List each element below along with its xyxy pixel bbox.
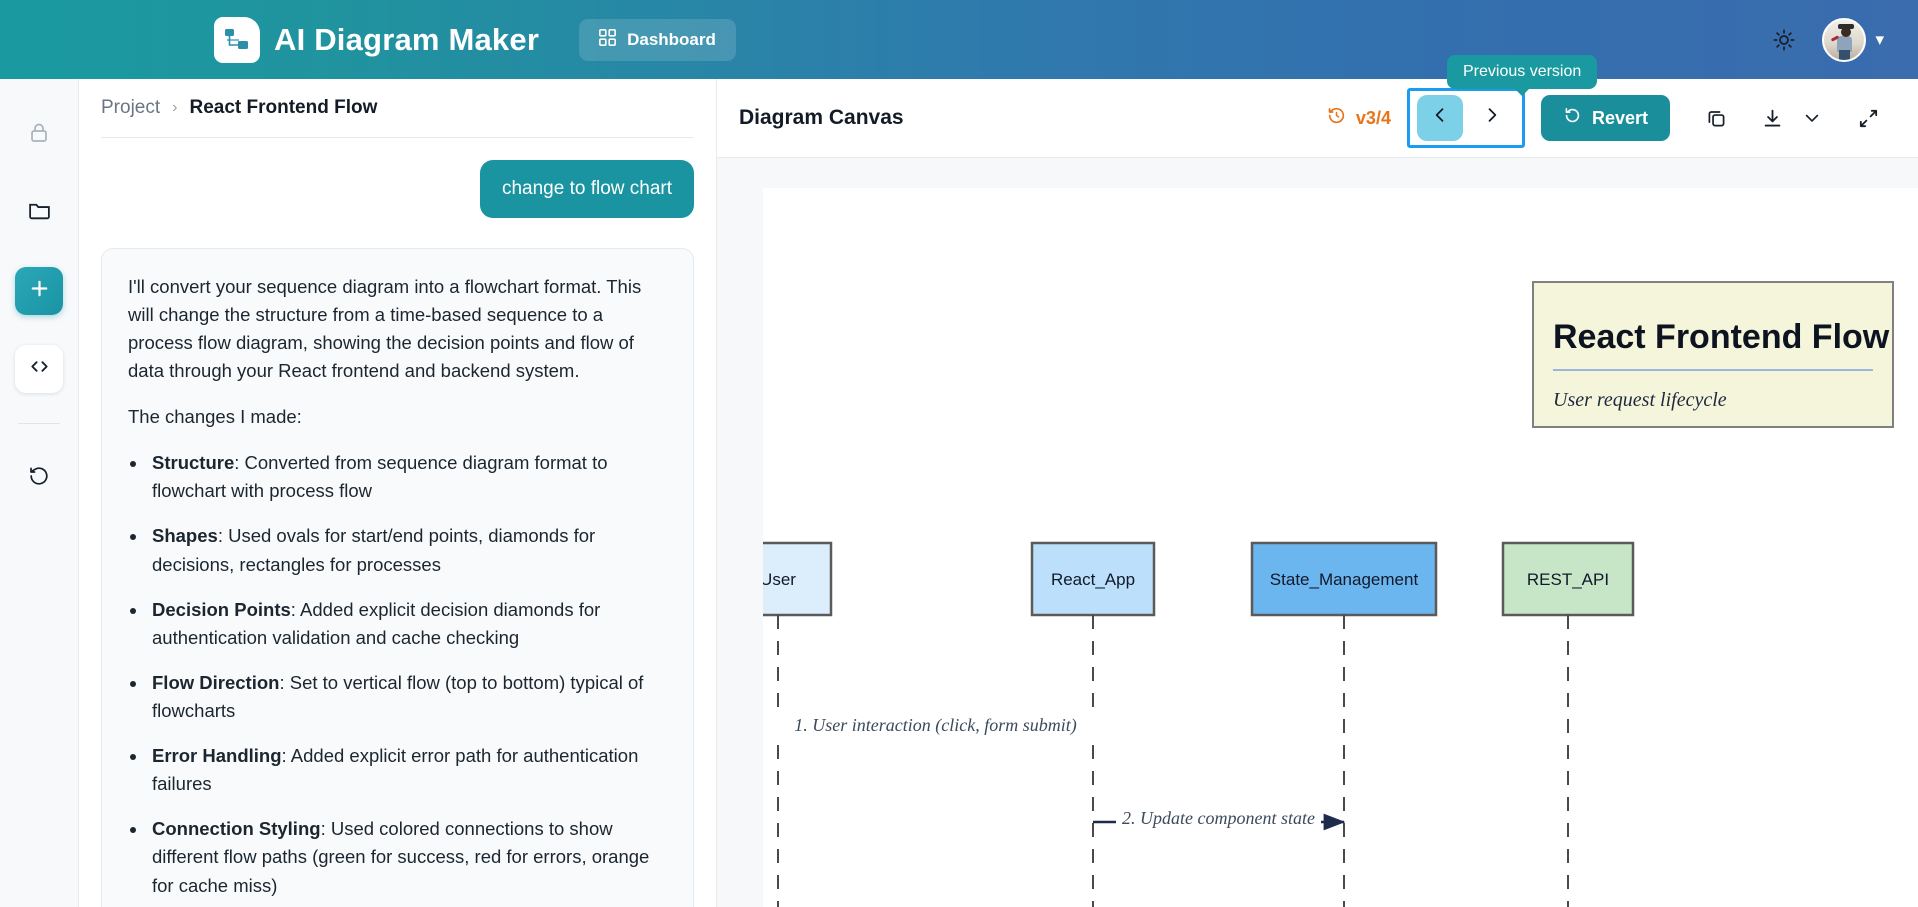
user-message-bubble: change to flow chart (479, 160, 694, 218)
breadcrumb-project[interactable]: Project (101, 97, 161, 118)
avatar (1822, 17, 1867, 62)
message-label: 1. User interaction (click, form submit) (794, 715, 1076, 736)
sun-icon[interactable] (1772, 28, 1796, 52)
change-term: Flow Direction (152, 671, 280, 693)
breadcrumb-separator: › (172, 99, 178, 116)
diagram-canvas-panel: Diagram Canvas v3/4 (717, 79, 1918, 907)
chat-panel: Project › React Frontend Flow change to … (79, 79, 717, 907)
participant-box[interactable]: React_App (1030, 541, 1156, 617)
assistant-intro: I'll convert your sequence diagram into … (128, 275, 642, 381)
account-menu[interactable]: ▾ (1822, 17, 1884, 62)
participant-label: REST_API (1527, 570, 1609, 589)
app-header: AI Diagram Maker Dashboard (0, 0, 1918, 79)
version-indicator[interactable]: v3/4 (1326, 105, 1391, 131)
fullscreen-button[interactable] (1848, 98, 1888, 138)
plus-icon (28, 277, 51, 305)
change-detail: : Used ovals for start/end points, diamo… (152, 525, 596, 575)
svg-text:React Frontend Flow: React Frontend Flow (1553, 318, 1890, 356)
change-item: Decision Points: Added explicit decision… (148, 596, 667, 652)
svg-text:User request lifecycle: User request lifecycle (1553, 389, 1727, 411)
sidebar-item-folder[interactable] (15, 189, 63, 237)
change-item: Error Handling: Added explicit error pat… (148, 742, 667, 798)
change-detail: : Added explicit decision diamonds for a… (152, 598, 601, 648)
change-term: Connection Styling (152, 818, 321, 840)
canvas-toolbar: Diagram Canvas v3/4 (717, 79, 1918, 158)
chevron-right-icon (1482, 105, 1502, 131)
chevron-down-icon: ▾ (1875, 29, 1884, 49)
breadcrumb: Project › React Frontend Flow (79, 79, 716, 137)
change-term: Structure (152, 452, 235, 474)
dashboard-label: Dashboard (627, 29, 716, 49)
participant-label: User (763, 570, 796, 589)
diagram-title-box: React Frontend Flow User request lifecyc… (1532, 281, 1894, 428)
brand: AI Diagram Maker (214, 16, 540, 63)
download-options-button[interactable] (1792, 98, 1832, 138)
expand-icon (1859, 109, 1877, 127)
history-icon (27, 464, 51, 493)
lock-icon (27, 121, 51, 150)
change-term: Error Handling (152, 745, 282, 767)
dashboard-button[interactable]: Dashboard (579, 18, 736, 61)
change-term: Shapes (152, 525, 218, 547)
left-icon-rail (0, 79, 79, 907)
change-item: Flow Direction: Set to vertical flow (to… (148, 669, 667, 725)
history-clock-icon (1326, 105, 1347, 131)
brand-title: AI Diagram Maker (274, 21, 540, 57)
participant-box[interactable]: User (763, 541, 833, 617)
sequence-diagram: React Frontend Flow User request lifecyc… (763, 281, 1894, 907)
chat-thread: change to flow chart I'll convert your s… (79, 138, 716, 907)
message-arrow: 2. Update component state (1093, 807, 1346, 831)
change-item: Structure: Converted from sequence diagr… (148, 449, 667, 505)
chevron-left-icon (1430, 105, 1450, 131)
page-title: Diagram Canvas (739, 106, 904, 129)
sidebar-item-lock[interactable] (15, 111, 63, 159)
diagram-sheet: React Frontend Flow User request lifecyc… (763, 188, 1918, 907)
header-actions: ▾ (1772, 17, 1884, 62)
undo-icon (1563, 106, 1582, 130)
folder-icon (27, 198, 52, 228)
diagram-logo-icon (214, 16, 260, 63)
participant-label: React_App (1051, 570, 1135, 589)
sidebar-item-history[interactable] (15, 454, 63, 502)
next-version-button[interactable] (1469, 95, 1515, 141)
version-label: v3/4 (1355, 107, 1391, 128)
previous-version-tooltip: Previous version (1447, 55, 1598, 89)
breadcrumb-divider (101, 137, 694, 138)
diagram-surface[interactable]: React Frontend Flow User request lifecyc… (717, 158, 1918, 907)
message-arrow: 1. User interaction (click, form submit) (771, 714, 1100, 738)
copy-icon (1708, 110, 1724, 126)
change-item: Shapes: Used ovals for start/end points,… (148, 522, 667, 578)
participant-box[interactable]: State_Management (1250, 541, 1438, 617)
download-icon (1764, 109, 1780, 127)
changes-list: Structure: Converted from sequence diagr… (148, 449, 667, 907)
grid-icon (599, 28, 617, 51)
breadcrumb-current: React Frontend Flow (189, 97, 378, 118)
canvas-toolbar-actions: v3/4 (1326, 88, 1888, 148)
change-detail: : Used colored connections to show diffe… (152, 818, 650, 896)
change-item: Connection Styling: Used colored connect… (148, 815, 667, 899)
revert-label: Revert (1591, 107, 1648, 128)
message-label: 2. Update component state (1122, 808, 1315, 828)
chevron-down-icon (1805, 114, 1819, 122)
rail-divider (18, 423, 60, 424)
previous-version-button[interactable] (1416, 95, 1463, 141)
version-nav-group (1406, 88, 1525, 148)
code-icon (28, 355, 51, 383)
revert-button[interactable]: Revert (1540, 95, 1670, 141)
change-detail: : Set to vertical flow (top to bottom) t… (152, 671, 644, 721)
sidebar-item-code[interactable] (15, 345, 63, 393)
participant-box[interactable]: REST_API (1501, 541, 1635, 617)
download-button[interactable] (1752, 98, 1792, 138)
change-detail: : Added explicit error path for authenti… (152, 745, 639, 795)
copy-button[interactable] (1696, 98, 1736, 138)
change-term: Decision Points (152, 598, 291, 620)
sidebar-item-new-diagram[interactable] (15, 267, 63, 315)
assistant-message-card: I'll convert your sequence diagram into … (101, 247, 694, 907)
participant-label: State_Management (1270, 570, 1419, 589)
assistant-lead: The changes I made: (128, 406, 302, 428)
change-detail: : Converted from sequence diagram format… (152, 452, 608, 502)
